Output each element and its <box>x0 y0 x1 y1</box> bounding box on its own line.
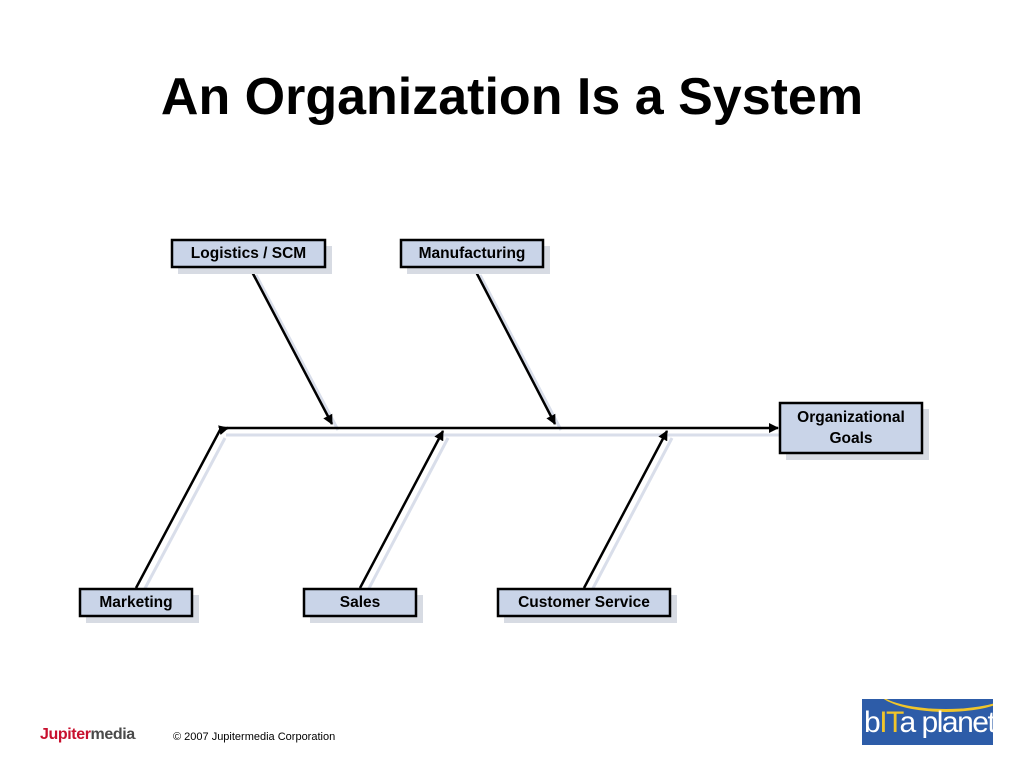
logo-mark: . <box>134 734 137 741</box>
branch-arrow-logistics <box>248 267 334 425</box>
node-label-manufacturing: Manufacturing <box>419 245 526 262</box>
slide-title: An Organization Is a System <box>160 68 864 126</box>
node-label-sales: Sales <box>340 594 381 611</box>
branch-arrow-customer-service <box>582 430 669 589</box>
node-label-logistics-scm: Logistics / SCM <box>191 245 306 262</box>
node-manufacturing: Manufacturing <box>399 238 550 274</box>
node-logistics-scm: Logistics / SCM <box>170 238 332 274</box>
node-customer-service: Customer Service <box>496 587 677 623</box>
bitaplanet-logo: bITa planet <box>862 699 993 745</box>
logo-suffix: a planet <box>899 706 993 739</box>
node-label-customer-service: Customer Service <box>518 594 650 611</box>
node-label-goals-line1: Organizational <box>797 409 905 426</box>
copyright-notice: © 2007 Jupitermedia Corporation <box>173 731 336 743</box>
logo-part-media: media <box>90 726 136 743</box>
logo-part-jupiter: Jupiter <box>40 726 91 743</box>
jupitermedia-logo: Jupitermedia. <box>40 726 137 744</box>
node-marketing: Marketing <box>78 587 199 623</box>
branch-arrow-marketing <box>134 425 229 589</box>
connector-shadows <box>140 274 784 595</box>
logo-prefix: b <box>864 706 881 739</box>
node-label-marketing: Marketing <box>99 594 172 611</box>
node-label-goals-line2: Goals <box>829 430 872 447</box>
logo-wordmark: bITa planet <box>864 705 993 741</box>
logo-arc-swoosh <box>876 699 993 712</box>
node-organizational-goals: Organizational Goals <box>778 401 929 460</box>
branch-arrow-sales <box>358 430 445 589</box>
logo-highlight: IT <box>879 706 901 739</box>
node-sales: Sales <box>302 587 423 623</box>
branch-arrow-manufacturing <box>472 267 557 425</box>
